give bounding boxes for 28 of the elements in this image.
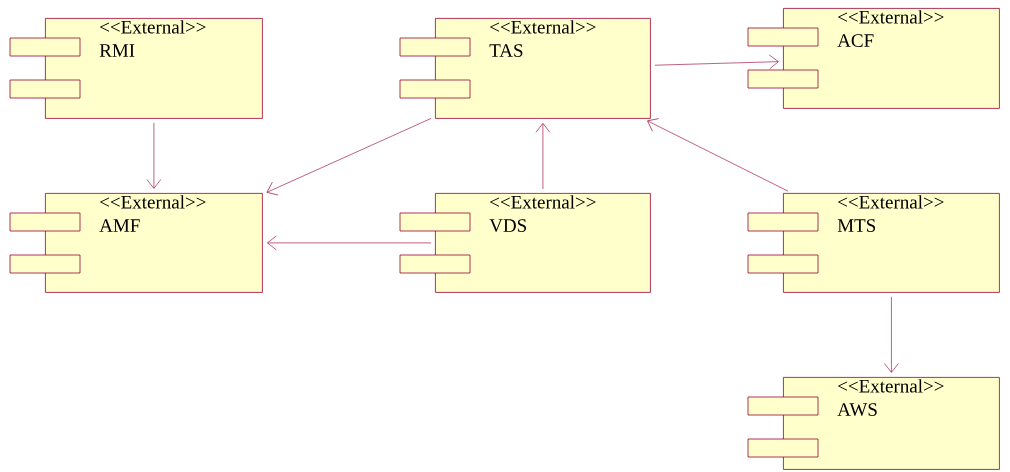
stereotype-label: <<External>> bbox=[838, 379, 944, 393]
component-box bbox=[399, 193, 651, 293]
arrow bbox=[146, 122, 162, 189]
stereotype-label: <<External>> bbox=[838, 10, 944, 24]
arrow bbox=[535, 123, 551, 190]
arrow bbox=[654, 54, 779, 70]
component-name: ACF bbox=[837, 34, 874, 47]
component-name: TAS bbox=[489, 44, 523, 57]
component-box bbox=[399, 18, 651, 119]
arrow bbox=[884, 296, 899, 373]
stereotype-label: <<External>> bbox=[100, 195, 206, 209]
stereotype-label: <<External>> bbox=[490, 20, 596, 34]
component-name: RMI bbox=[99, 44, 135, 57]
arrow bbox=[266, 117, 432, 196]
stereotype-label: <<External>> bbox=[838, 195, 944, 209]
arrow bbox=[647, 118, 789, 192]
component-box bbox=[747, 8, 1000, 109]
stereotype-label: <<External>> bbox=[100, 20, 206, 34]
component-name: AMF bbox=[99, 219, 140, 232]
component-name: MTS bbox=[837, 219, 876, 232]
component-box bbox=[747, 377, 1000, 470]
arrow bbox=[267, 235, 432, 251]
component-box bbox=[9, 18, 263, 119]
component-box bbox=[9, 193, 263, 293]
component-name: AWS bbox=[837, 403, 877, 417]
component-name: VDS bbox=[489, 219, 526, 233]
stereotype-label: <<External>> bbox=[490, 195, 596, 209]
component-box bbox=[747, 193, 1000, 293]
